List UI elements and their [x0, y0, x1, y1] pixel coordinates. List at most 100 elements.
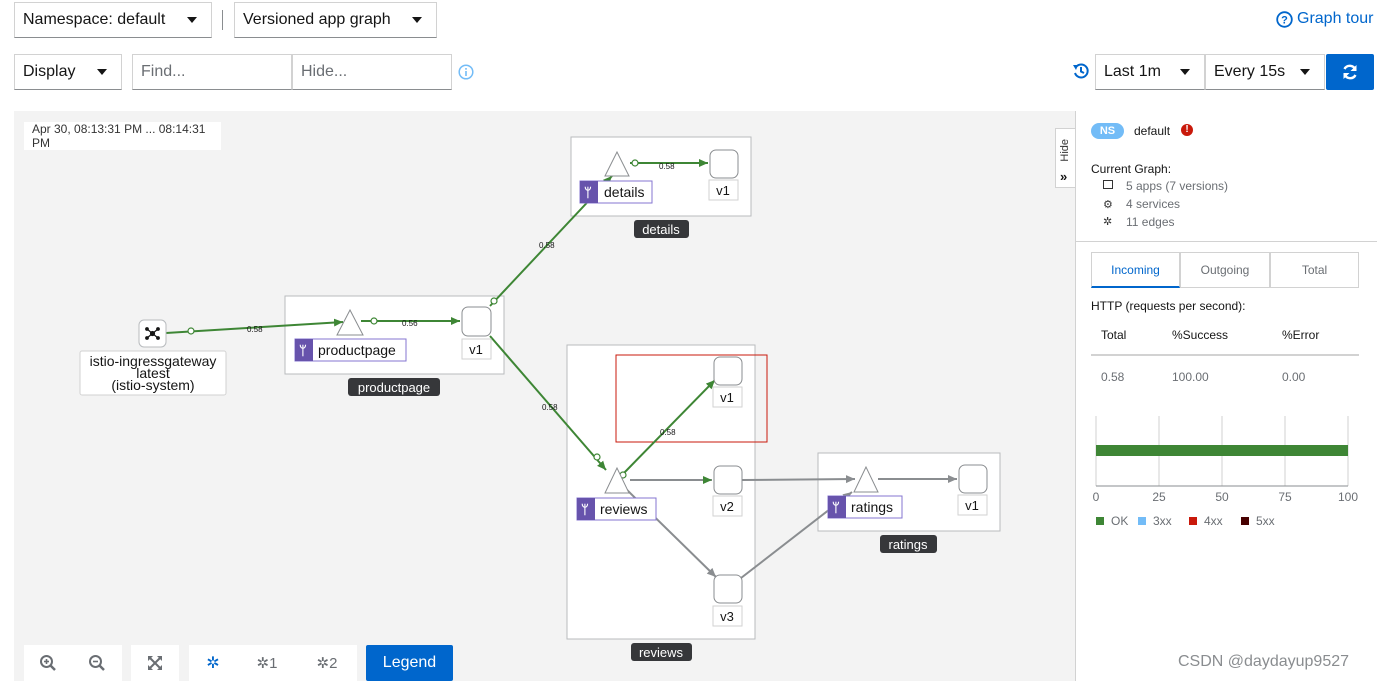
details-service-node[interactable]	[604, 150, 630, 177]
chevron-down-icon	[187, 17, 197, 23]
reviews-service-name: reviews	[600, 501, 647, 517]
version-label: v1	[716, 183, 730, 198]
edge-label: 0.58	[659, 162, 675, 171]
zoom-out-button[interactable]	[72, 645, 122, 681]
reviews-service-node[interactable]	[604, 466, 630, 494]
productpage-box-label: productpage	[358, 380, 430, 395]
selection-highlight-box	[615, 354, 768, 443]
table-header-success: %Success	[1172, 328, 1229, 342]
tab-total[interactable]: Total	[1270, 252, 1359, 288]
ratings-service-name: ratings	[851, 499, 893, 515]
topology-icon: ✲	[316, 655, 330, 672]
graph-canvas[interactable]	[14, 111, 1075, 681]
layout-2-button[interactable]: ✲ 2	[297, 645, 357, 681]
time-range-dropdown[interactable]: Last 1m	[1095, 54, 1205, 90]
tick-label: 75	[1278, 490, 1292, 504]
edge-productpage-reviews[interactable]	[489, 335, 607, 471]
legend-button[interactable]: Legend	[366, 645, 453, 681]
chevron-down-icon	[1180, 69, 1190, 75]
display-dropdown[interactable]: Display	[14, 54, 122, 90]
zoom-in-button[interactable]	[24, 645, 72, 681]
layout-2-label: 2	[329, 654, 338, 672]
find-placeholder: Find...	[141, 63, 186, 80]
find-input[interactable]: Find...	[132, 54, 292, 90]
graph-tour-link[interactable]: ? Graph tour	[1276, 10, 1373, 28]
tick-label: 25	[1152, 490, 1166, 504]
layout-1-button[interactable]: ✲ 1	[237, 645, 297, 681]
version-label: v2	[720, 499, 734, 514]
zoom-out-icon	[89, 655, 105, 671]
tick-label: 50	[1215, 490, 1229, 504]
git-branch-icon: ᛘ	[581, 502, 589, 517]
graph-type-dropdown[interactable]: Versioned app graph	[234, 2, 437, 38]
fit-to-screen-button[interactable]	[131, 645, 179, 681]
reviews-v2-node[interactable]	[713, 465, 743, 495]
history-icon[interactable]	[1072, 62, 1090, 80]
chevron-down-icon	[1300, 69, 1310, 75]
details-v1-node[interactable]	[709, 149, 739, 179]
double-angle-right-icon: »	[1060, 169, 1068, 184]
edge-reviews-v1[interactable]	[622, 379, 716, 475]
reviews-v3-node[interactable]	[713, 574, 743, 604]
apps-count: 5 apps (7 versions)	[1126, 179, 1229, 193]
watermark: CSDN @daydayup9527	[1178, 653, 1350, 670]
ns-badge: NS	[1091, 123, 1124, 139]
edge-label: 0.58	[542, 403, 558, 412]
tab-incoming[interactable]: Incoming	[1091, 252, 1180, 288]
ok-bar	[1096, 445, 1348, 456]
refresh-icon	[1343, 64, 1357, 80]
ratings-v1-node[interactable]	[958, 464, 988, 494]
git-branch-icon: ᛘ	[832, 500, 840, 515]
details-service-name: details	[604, 184, 644, 200]
table-value-error: 0.00	[1282, 370, 1306, 384]
hide-panel-label: Hide	[1059, 139, 1071, 162]
tick-label: 100	[1338, 490, 1358, 504]
service-graph[interactable]: 0.58 0.56 0.58 0.58 0.58 0.58 istio-ingr…	[0, 0, 1075, 681]
hide-placeholder: Hide...	[301, 63, 348, 80]
hide-panel-tab[interactable]: Hide »	[1055, 128, 1075, 188]
version-label: v1	[469, 342, 483, 357]
namespace-dropdown[interactable]: Namespace: default	[14, 2, 212, 38]
edge-gw-productpage[interactable]	[165, 318, 344, 334]
topology-icon: ✲	[256, 655, 270, 672]
expand-icon	[148, 656, 162, 670]
legend-label: Legend	[382, 654, 437, 671]
reviews-v1-node[interactable]	[713, 356, 743, 386]
current-graph-label: Current Graph:	[1091, 162, 1172, 176]
refresh-button[interactable]	[1326, 54, 1374, 90]
edges-count: 11 edges	[1126, 215, 1175, 229]
gateway-label-box	[79, 350, 227, 396]
namespace-name: default	[1134, 124, 1171, 138]
reviews-box-label: reviews	[639, 645, 684, 660]
edge-label: 0.58	[539, 241, 555, 250]
version-label: v1	[720, 390, 734, 405]
tab-outgoing[interactable]: Outgoing	[1180, 252, 1270, 288]
productpage-service-node[interactable]	[336, 308, 364, 336]
svg-text:?: ?	[1281, 14, 1288, 26]
productpage-v1-node[interactable]	[461, 306, 492, 337]
gateway-version: latest	[136, 365, 170, 381]
git-branch-icon: ᛘ	[299, 343, 307, 358]
table-header-total: Total	[1101, 328, 1127, 342]
panel-divider	[1076, 241, 1377, 242]
apps-icon	[1103, 180, 1113, 189]
details-box-label: details	[642, 222, 680, 237]
info-icon[interactable]	[458, 64, 474, 80]
legend-3xx: 3xx	[1153, 514, 1172, 528]
time-range-label: Last 1m	[1104, 63, 1161, 80]
toolbar-divider	[222, 10, 223, 30]
legend-ok: OK	[1111, 514, 1128, 528]
table-header-rule	[1091, 354, 1359, 356]
layout-default-button[interactable]: ✲	[189, 645, 237, 681]
refresh-interval-dropdown[interactable]: Every 15s	[1205, 54, 1325, 90]
chevron-down-icon	[412, 17, 422, 23]
display-label: Display	[23, 63, 76, 80]
help-circle-icon: ?	[1276, 10, 1293, 28]
traffic-bar-chart: 0 25 50 75 100 OK 3xx 4xx 5xx	[1093, 416, 1358, 528]
table-value-total: 0.58	[1101, 370, 1125, 384]
zoom-in-icon	[40, 655, 56, 671]
hide-input[interactable]: Hide...	[292, 54, 452, 90]
ratings-service-node[interactable]	[853, 465, 879, 493]
edge-v2-ratings[interactable]	[741, 475, 856, 484]
legend-4xx: 4xx	[1204, 514, 1223, 528]
